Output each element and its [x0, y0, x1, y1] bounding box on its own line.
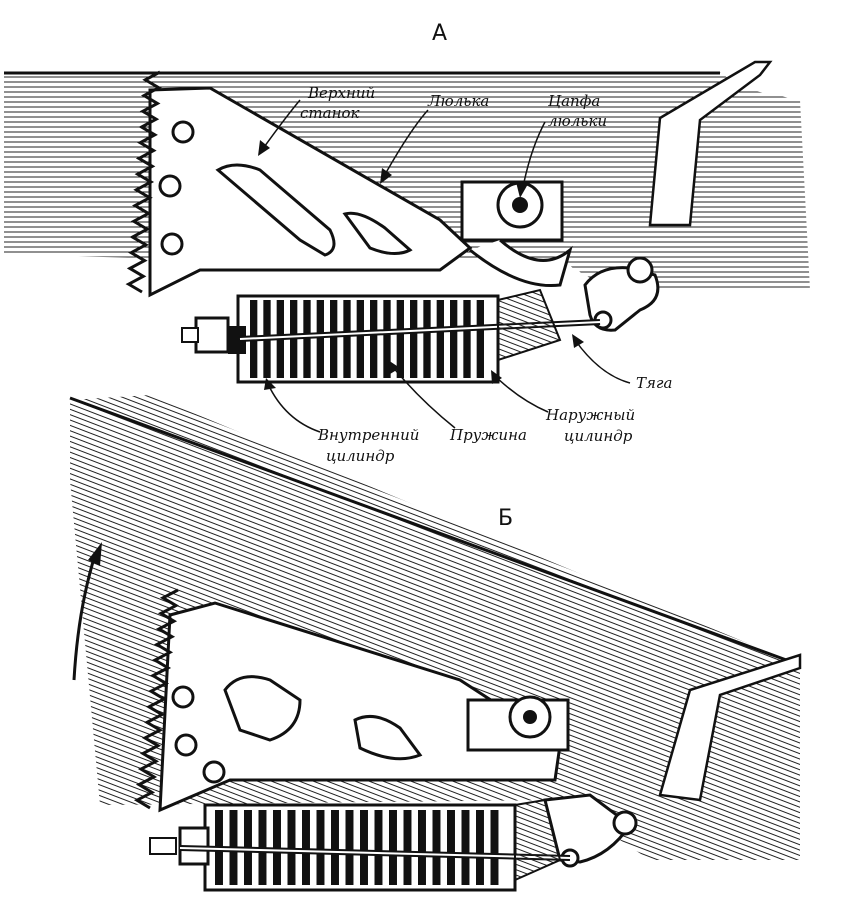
- spring-coil: [287, 810, 296, 885]
- panel-a: А: [4, 21, 810, 384]
- label-outer-cylinder-line2: цилиндр: [564, 427, 633, 445]
- spring-coil: [396, 300, 404, 378]
- panel-a-upper-carriage: [125, 70, 473, 298]
- carriage-hole-icon: [171, 685, 195, 709]
- panel-b: Б: [69, 395, 802, 892]
- spring-coil: [418, 810, 426, 885]
- spring-coil: [450, 300, 458, 378]
- spring-coil: [490, 810, 499, 885]
- panel-a-letter: А: [432, 21, 447, 46]
- spring-coil: [330, 300, 338, 378]
- spring-coil: [389, 810, 397, 885]
- panel-a-equilibrator: [181, 288, 601, 384]
- carriage-hole-icon: [171, 120, 195, 144]
- spring-coil: [302, 810, 310, 885]
- label-spring-text: Пружина: [449, 426, 527, 444]
- spring-coil: [436, 300, 444, 378]
- carriage-hole-icon: [158, 174, 182, 198]
- spring-coil: [360, 810, 368, 885]
- carriage-hole-icon: [160, 232, 184, 256]
- label-upper-carriage: Верхний станок: [258, 84, 375, 156]
- spring-coil: [423, 300, 431, 378]
- label-outer-cylinder: Наружный цилиндр: [491, 370, 635, 445]
- label-upper-carriage-line1: Верхний: [307, 84, 375, 102]
- labels: Верхний станок Люлька Цапфа люльки Тяга …: [258, 84, 672, 465]
- label-trunnion-line2: люльки: [548, 112, 607, 130]
- spring-coil: [316, 810, 325, 885]
- spring-coil: [461, 810, 470, 885]
- spring-coil: [331, 810, 339, 885]
- label-trunnion-line1: Цапфа: [548, 92, 600, 110]
- panel-b-equilibrator: [149, 798, 571, 892]
- spring-coil: [345, 810, 354, 885]
- label-inner-cylinder: Внутренний цилиндр: [264, 378, 419, 465]
- label-outer-cylinder-line1: Наружный: [545, 406, 635, 424]
- panel-b-letter: Б: [498, 506, 513, 531]
- carriage-hole-icon: [202, 760, 226, 784]
- label-inner-cylinder-line2: цилиндр: [326, 447, 395, 465]
- spring-coil: [343, 300, 351, 378]
- panel-a-lever: [583, 256, 660, 332]
- elevation-arrow-icon: [72, 542, 102, 681]
- spring-coil: [316, 300, 324, 378]
- spring-coil: [403, 810, 412, 885]
- label-inner-cylinder-line1: Внутренний: [317, 426, 419, 444]
- label-spring: Пружина: [388, 360, 527, 444]
- spring-coil: [476, 300, 484, 378]
- spring-coil: [447, 810, 455, 885]
- panel-a-trunnion: [460, 180, 573, 288]
- spring-coil: [410, 300, 418, 378]
- spring-coil: [463, 300, 471, 378]
- panel-b-lever: [543, 793, 638, 868]
- spring-coil: [370, 300, 378, 378]
- label-cradle-text: Люлька: [427, 92, 489, 110]
- spring-coil: [356, 300, 364, 378]
- label-trunnion: Цапфа люльки: [516, 92, 607, 198]
- label-rod: Тяга: [572, 334, 672, 392]
- spring-coil: [374, 810, 383, 885]
- panel-b-trunnion: [466, 695, 570, 752]
- spring-coil: [383, 300, 391, 378]
- spring-coil: [476, 810, 484, 885]
- label-upper-carriage-line2: станок: [300, 104, 359, 122]
- spring-coil: [303, 300, 311, 378]
- spring-coil: [432, 810, 441, 885]
- carriage-hole-icon: [174, 733, 198, 757]
- panel-b-upper-carriage: [133, 588, 562, 813]
- label-rod-text: Тяга: [636, 374, 672, 392]
- label-cradle: Люлька: [380, 92, 489, 184]
